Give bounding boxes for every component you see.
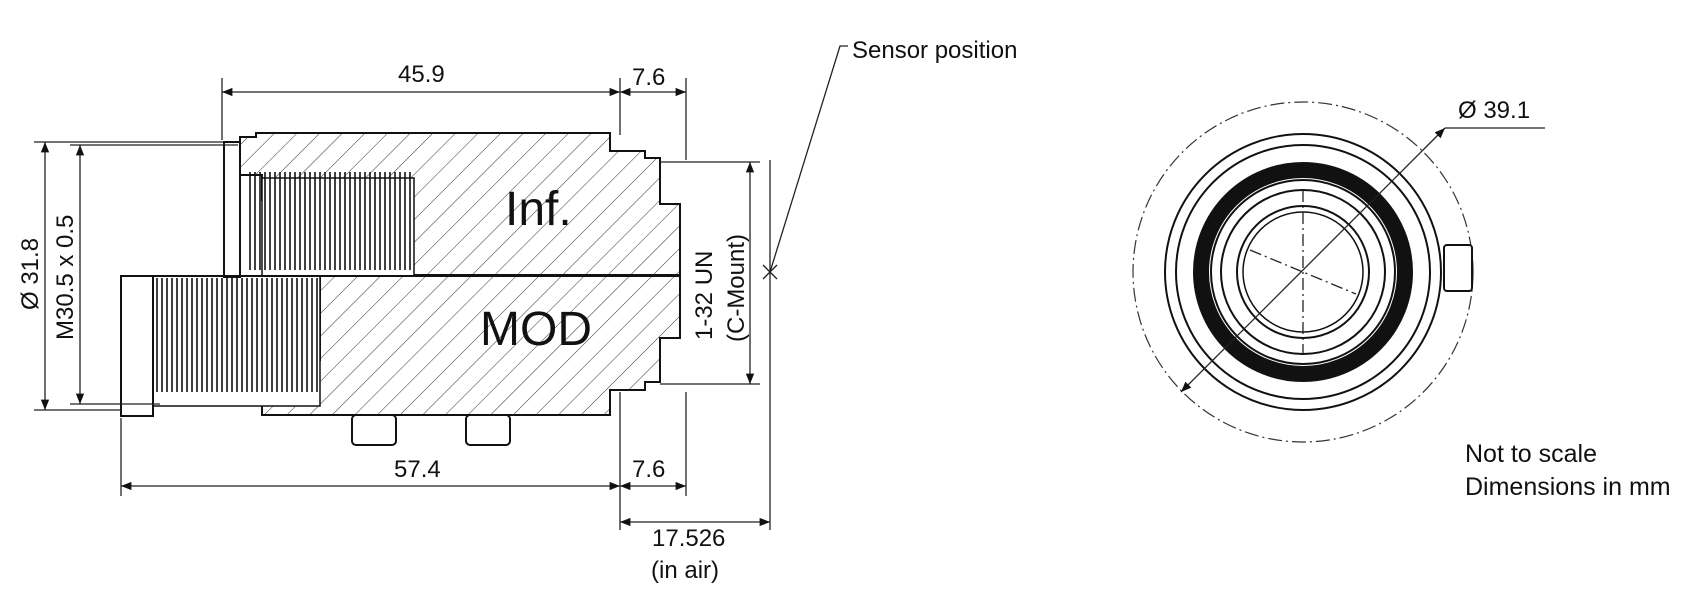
lens-body-mod-half (261, 274, 681, 416)
sensor-leader-line (769, 45, 848, 273)
sensor-position-label: Sensor position (852, 37, 1017, 64)
lens-side-view: Inf. MOD 45.9 7.6 57.4 7.6 17.526 (in ai… (17, 37, 1017, 584)
set-screw-1 (351, 414, 397, 446)
dim-flange-focal-note: (in air) (651, 557, 719, 584)
dim-front-diameter: Ø 39.1 (1458, 97, 1530, 124)
mount-thread-label: 1-32 UN (691, 251, 718, 340)
dim-line-front-diameter (1180, 127, 1446, 393)
front-flange-upper (223, 141, 241, 278)
dim-bottom-length: 57.4 (394, 456, 441, 483)
inner-thread-upper (261, 177, 415, 277)
mount-type-label: (C-Mount) (723, 234, 750, 342)
dim-top-length: 45.9 (398, 61, 445, 88)
dim-top-flange: 7.6 (632, 64, 665, 91)
dim-bottom-flange: 7.6 (632, 456, 665, 483)
thread-lines-upper (249, 172, 411, 270)
sensor-position-mark-b (762, 264, 778, 280)
dim-flange-focal: 17.526 (652, 525, 725, 552)
set-screw-2 (465, 414, 511, 446)
state-label-infinity: Inf. (505, 183, 572, 236)
front-side-screw (1443, 244, 1473, 292)
dim-outer-diameter: Ø 31.8 (17, 238, 44, 310)
note-not-to-scale: Not to scale (1465, 440, 1597, 468)
dim-filter-thread: M30.5 x 0.5 (52, 215, 79, 340)
state-label-mod: MOD (480, 303, 592, 356)
lens-front-view: Ø 39.1 (1132, 97, 1545, 443)
front-flange-lower (120, 275, 154, 417)
note-dimensions-unit: Dimensions in mm (1465, 473, 1671, 501)
